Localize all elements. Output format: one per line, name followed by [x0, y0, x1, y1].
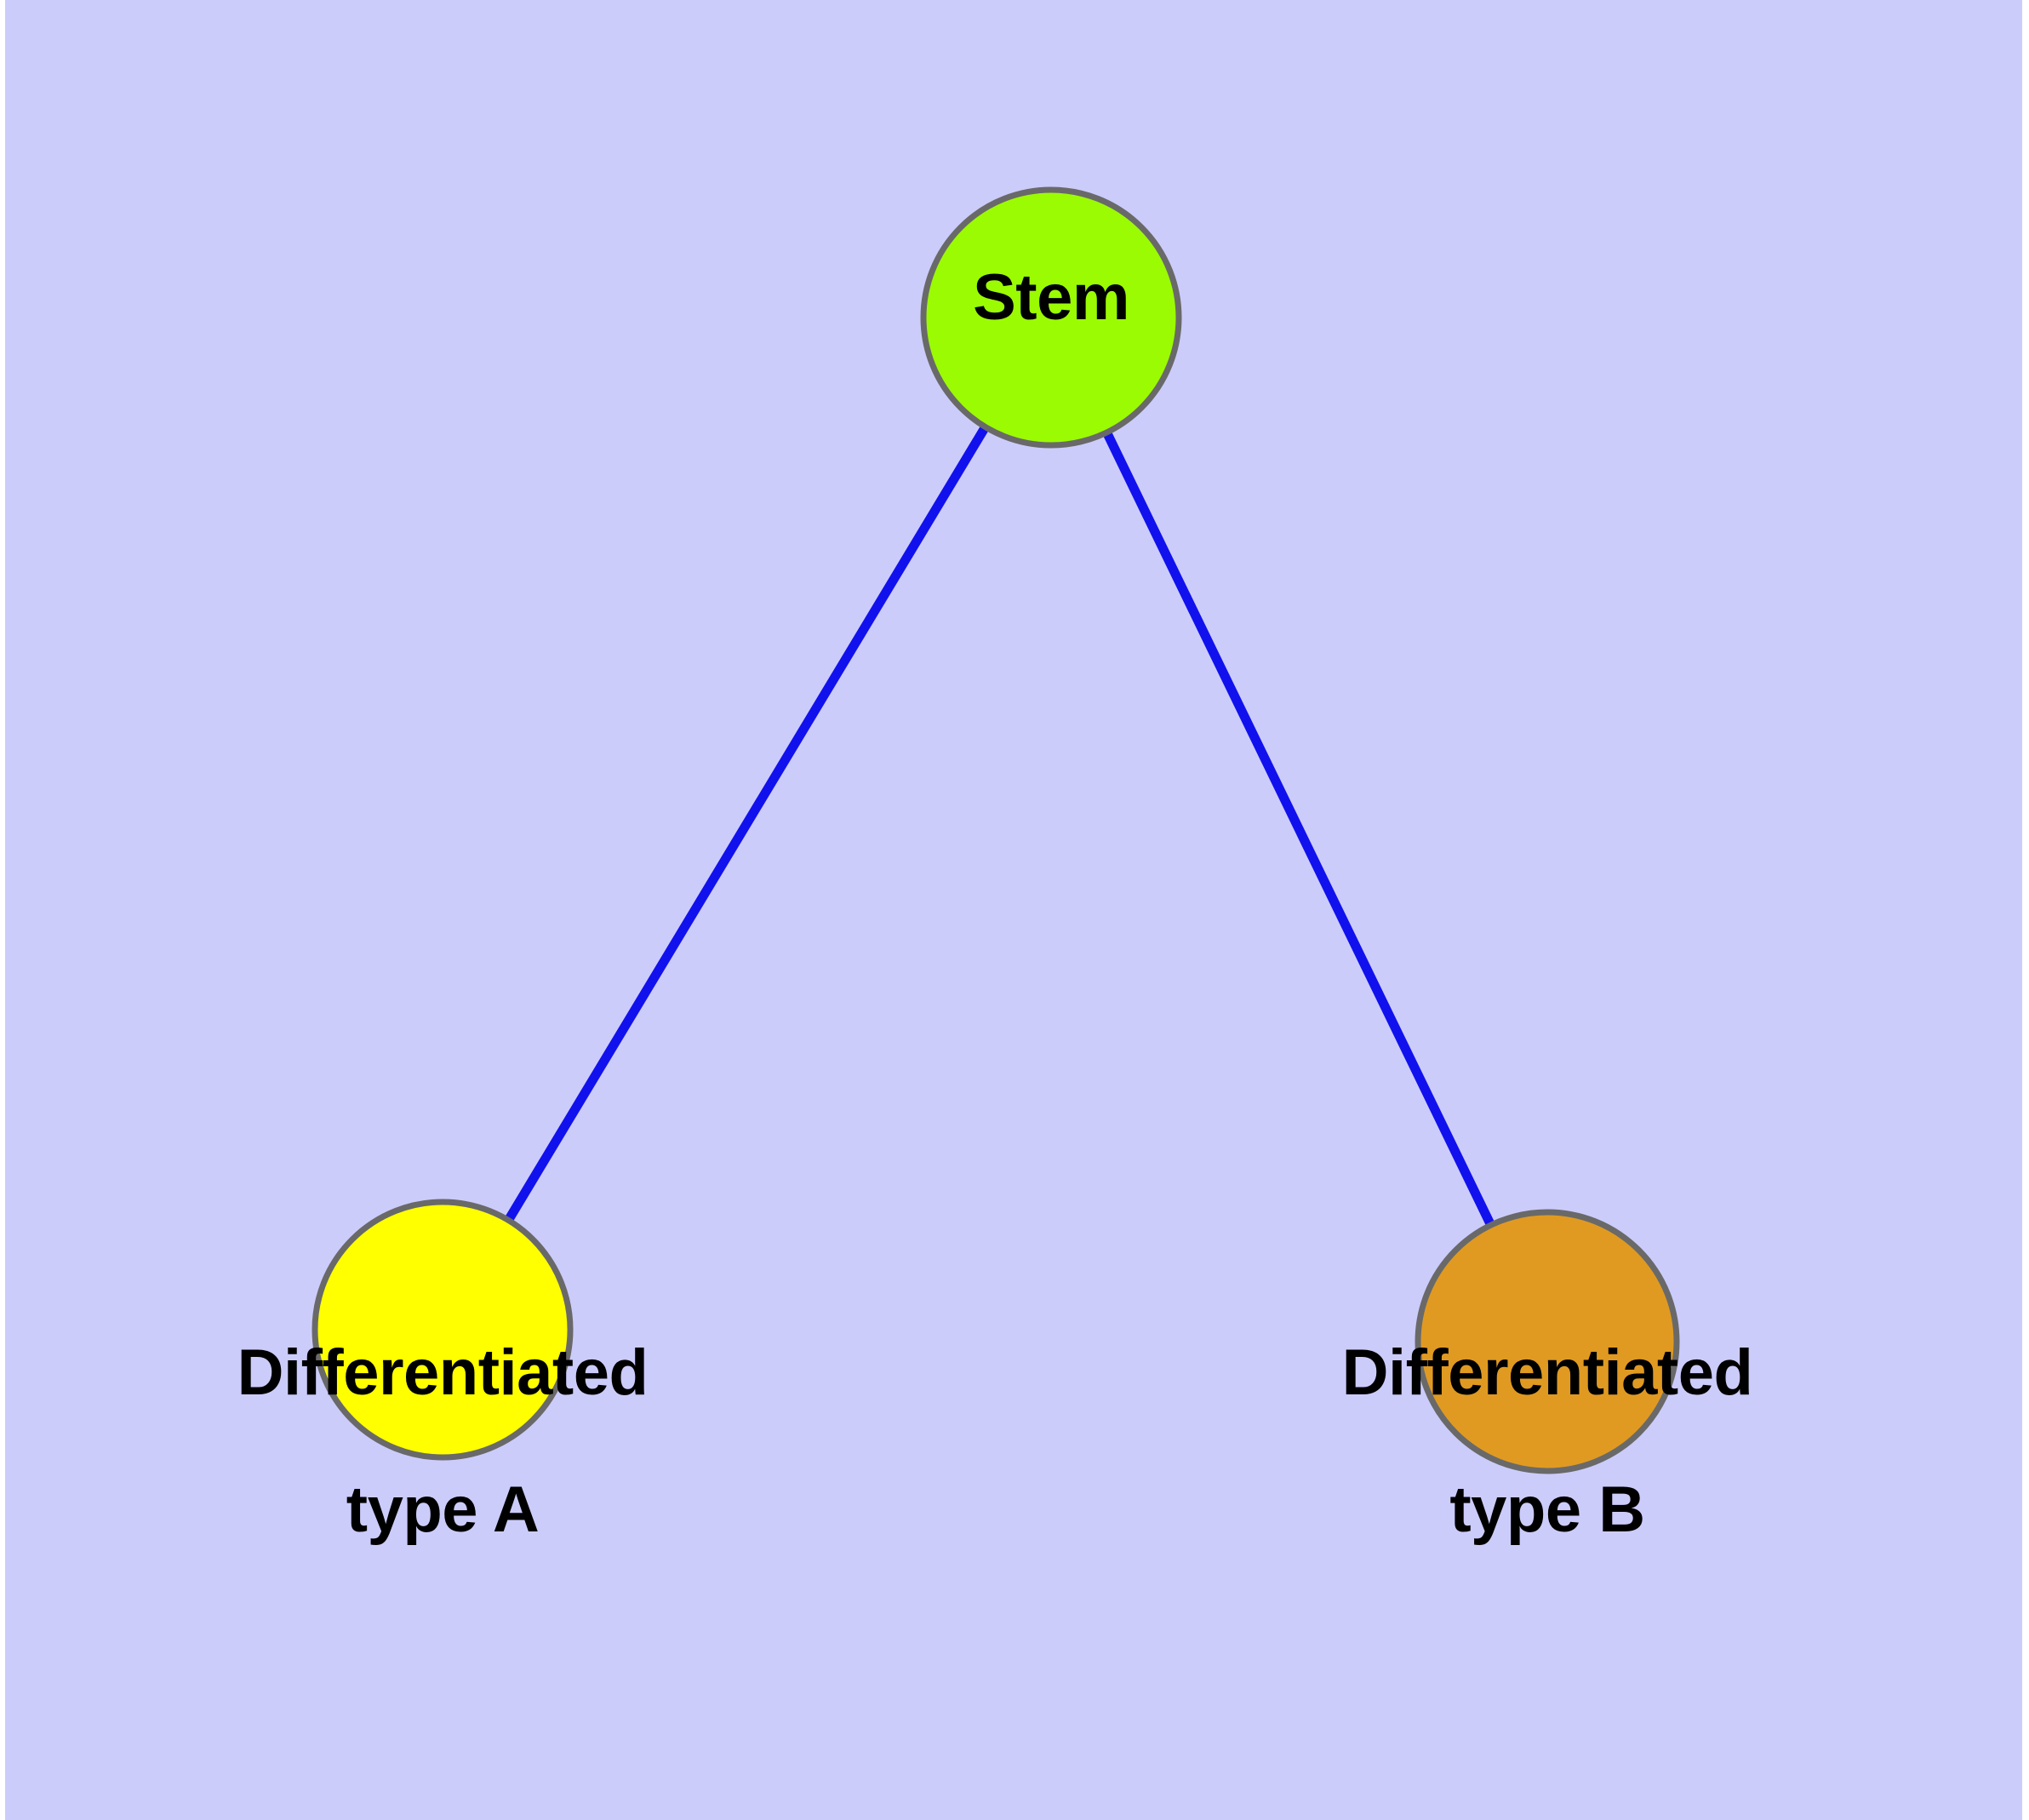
node-stem[interactable]	[920, 186, 1182, 449]
edge-stem-to-differentiated-type-b[interactable]	[1047, 315, 1552, 1344]
node-layer	[311, 186, 1680, 1474]
node-differentiated-type-a[interactable]	[311, 1199, 574, 1461]
node-differentiated-type-b[interactable]	[1415, 1209, 1680, 1474]
edge-stem-to-differentiated-type-a[interactable]	[438, 315, 1055, 1332]
edge-layer	[438, 315, 1552, 1344]
